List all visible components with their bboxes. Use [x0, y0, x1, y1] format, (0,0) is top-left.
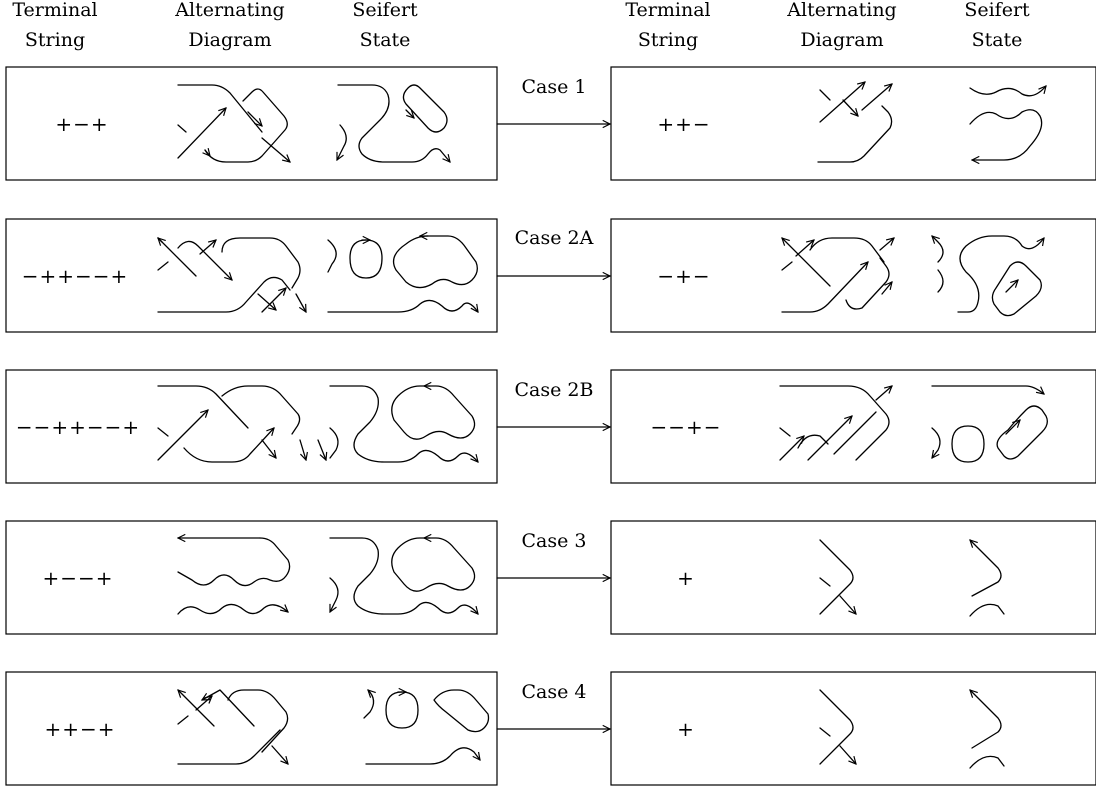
seifert-state-left — [363, 690, 490, 765]
left-terminal-string: ++−+ — [44, 717, 115, 741]
right-terminal-string: ++− — [657, 112, 710, 136]
row-case-2a: −++−−+ −+− Case 2A — [5, 218, 1096, 333]
right-panel — [610, 218, 1096, 333]
case-label: Case 2B — [515, 379, 594, 401]
seifert-state-left — [329, 386, 478, 462]
seifert-state-left — [327, 236, 478, 312]
left-terminal-string: −++−−+ — [22, 264, 129, 288]
alternating-diagram-right — [779, 386, 892, 461]
right-panel — [610, 66, 1096, 181]
column-headers: Terminal String Alternating Diagram Seif… — [12, 0, 1030, 51]
alternating-diagram-right — [817, 82, 892, 163]
right-terminal-string: −+− — [657, 264, 710, 288]
row-case-1: +−+ ++− Case 1 — [5, 66, 1096, 181]
left-terminal-string: −−++−−+ — [16, 415, 140, 439]
seifert-state-right — [970, 540, 1005, 617]
case-label: Case 3 — [522, 530, 587, 552]
right-terminal-string: + — [677, 566, 695, 590]
header-terminal-string-left-line1: Terminal — [12, 0, 97, 21]
alternating-diagram-left — [158, 238, 307, 312]
alternating-diagram-right — [819, 689, 856, 764]
alternating-diagram-right — [819, 539, 856, 614]
seifert-state-right — [932, 385, 1048, 463]
right-panel — [610, 369, 1096, 484]
header-terminal-string-right-line2: String — [638, 29, 698, 51]
case-label: Case 4 — [522, 681, 587, 703]
alternating-diagram-left — [177, 84, 290, 162]
alternating-diagram-left — [157, 385, 326, 463]
row-case-2b: −−++−−+ −−+− Case 2B — [5, 369, 1096, 484]
header-alternating-diagram-left-line1: Alternating — [174, 0, 284, 21]
seifert-state-left — [336, 84, 450, 162]
header-alternating-diagram-right-line2: Diagram — [800, 29, 883, 51]
seifert-state-right — [970, 690, 1005, 769]
seifert-state-left — [329, 538, 478, 614]
row-case-3: +−−+ + Case 3 — [5, 520, 1096, 635]
header-terminal-string-right-line1: Terminal — [625, 0, 710, 21]
seifert-state-right — [969, 86, 1046, 160]
right-panel — [610, 671, 1096, 786]
header-alternating-diagram-right-line1: Alternating — [786, 0, 896, 21]
case-label: Case 1 — [522, 76, 587, 98]
alternating-diagram-left — [178, 690, 288, 764]
alternating-diagram-right — [782, 238, 894, 313]
right-panel — [610, 520, 1096, 635]
header-seifert-state-left-line2: State — [360, 29, 411, 51]
right-terminal-string: + — [677, 717, 695, 741]
right-terminal-string: −−+− — [650, 415, 721, 439]
row-case-4: ++−+ + Case 4 — [5, 671, 1096, 786]
header-seifert-state-right-line1: Seifert — [964, 0, 1030, 21]
header-alternating-diagram-left-line2: Diagram — [188, 29, 271, 51]
header-terminal-string-left-line2: String — [25, 29, 85, 51]
header-seifert-state-left-line1: Seifert — [352, 0, 418, 21]
left-terminal-string: +−+ — [55, 112, 108, 136]
case-label: Case 2A — [515, 227, 594, 249]
header-seifert-state-right-line2: State — [972, 29, 1023, 51]
alternating-diagram-left — [178, 538, 291, 615]
left-terminal-string: +−−+ — [42, 566, 113, 590]
seifert-state-right — [932, 236, 1044, 317]
